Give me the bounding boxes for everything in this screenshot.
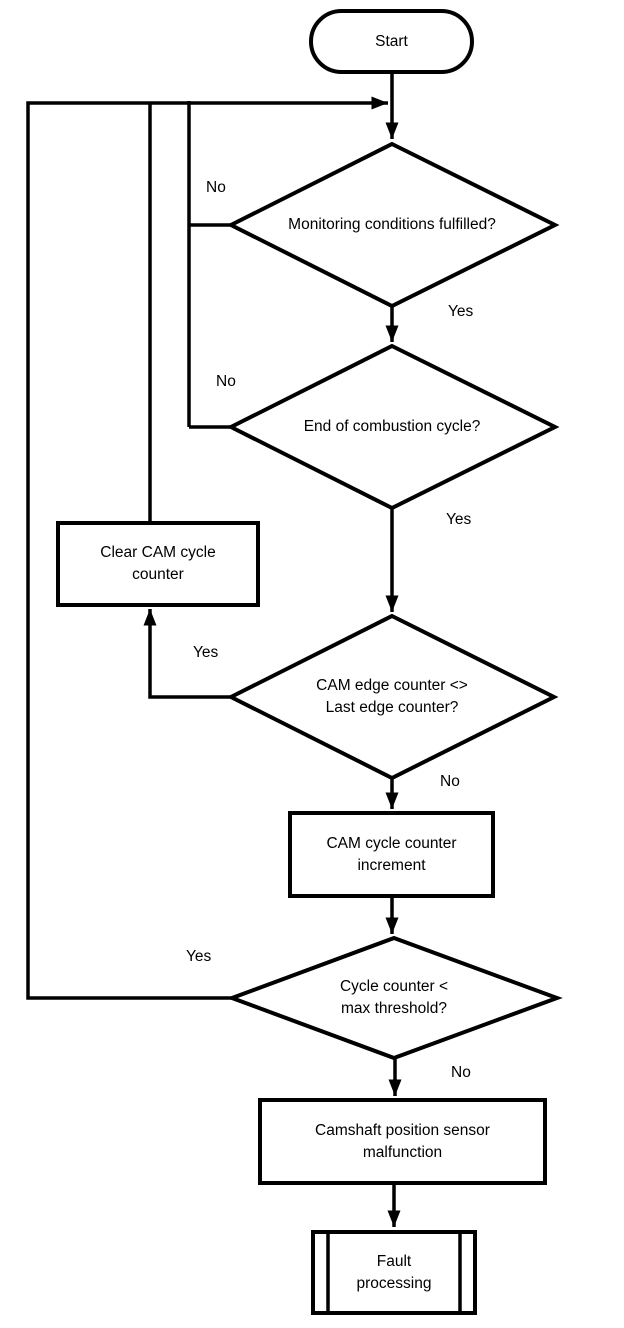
decision-threshold-shape (226, 935, 563, 1061)
predefined-fault-shape (311, 1230, 477, 1315)
process-clear-counter-shape (56, 521, 260, 607)
decision-monitoring-shape (226, 141, 560, 309)
connector-threshold-yes-loop (26, 96, 388, 1000)
process-increment-shape (288, 811, 495, 898)
decision-edge-counter-shape (226, 613, 559, 781)
connector-edge-counter-yes-to-clear (143, 609, 231, 699)
process-malfunction-shape (258, 1098, 547, 1185)
start-terminator-shape (309, 9, 474, 74)
decision-combustion-shape (226, 343, 560, 511)
connector-no-branches-return (187, 101, 231, 429)
